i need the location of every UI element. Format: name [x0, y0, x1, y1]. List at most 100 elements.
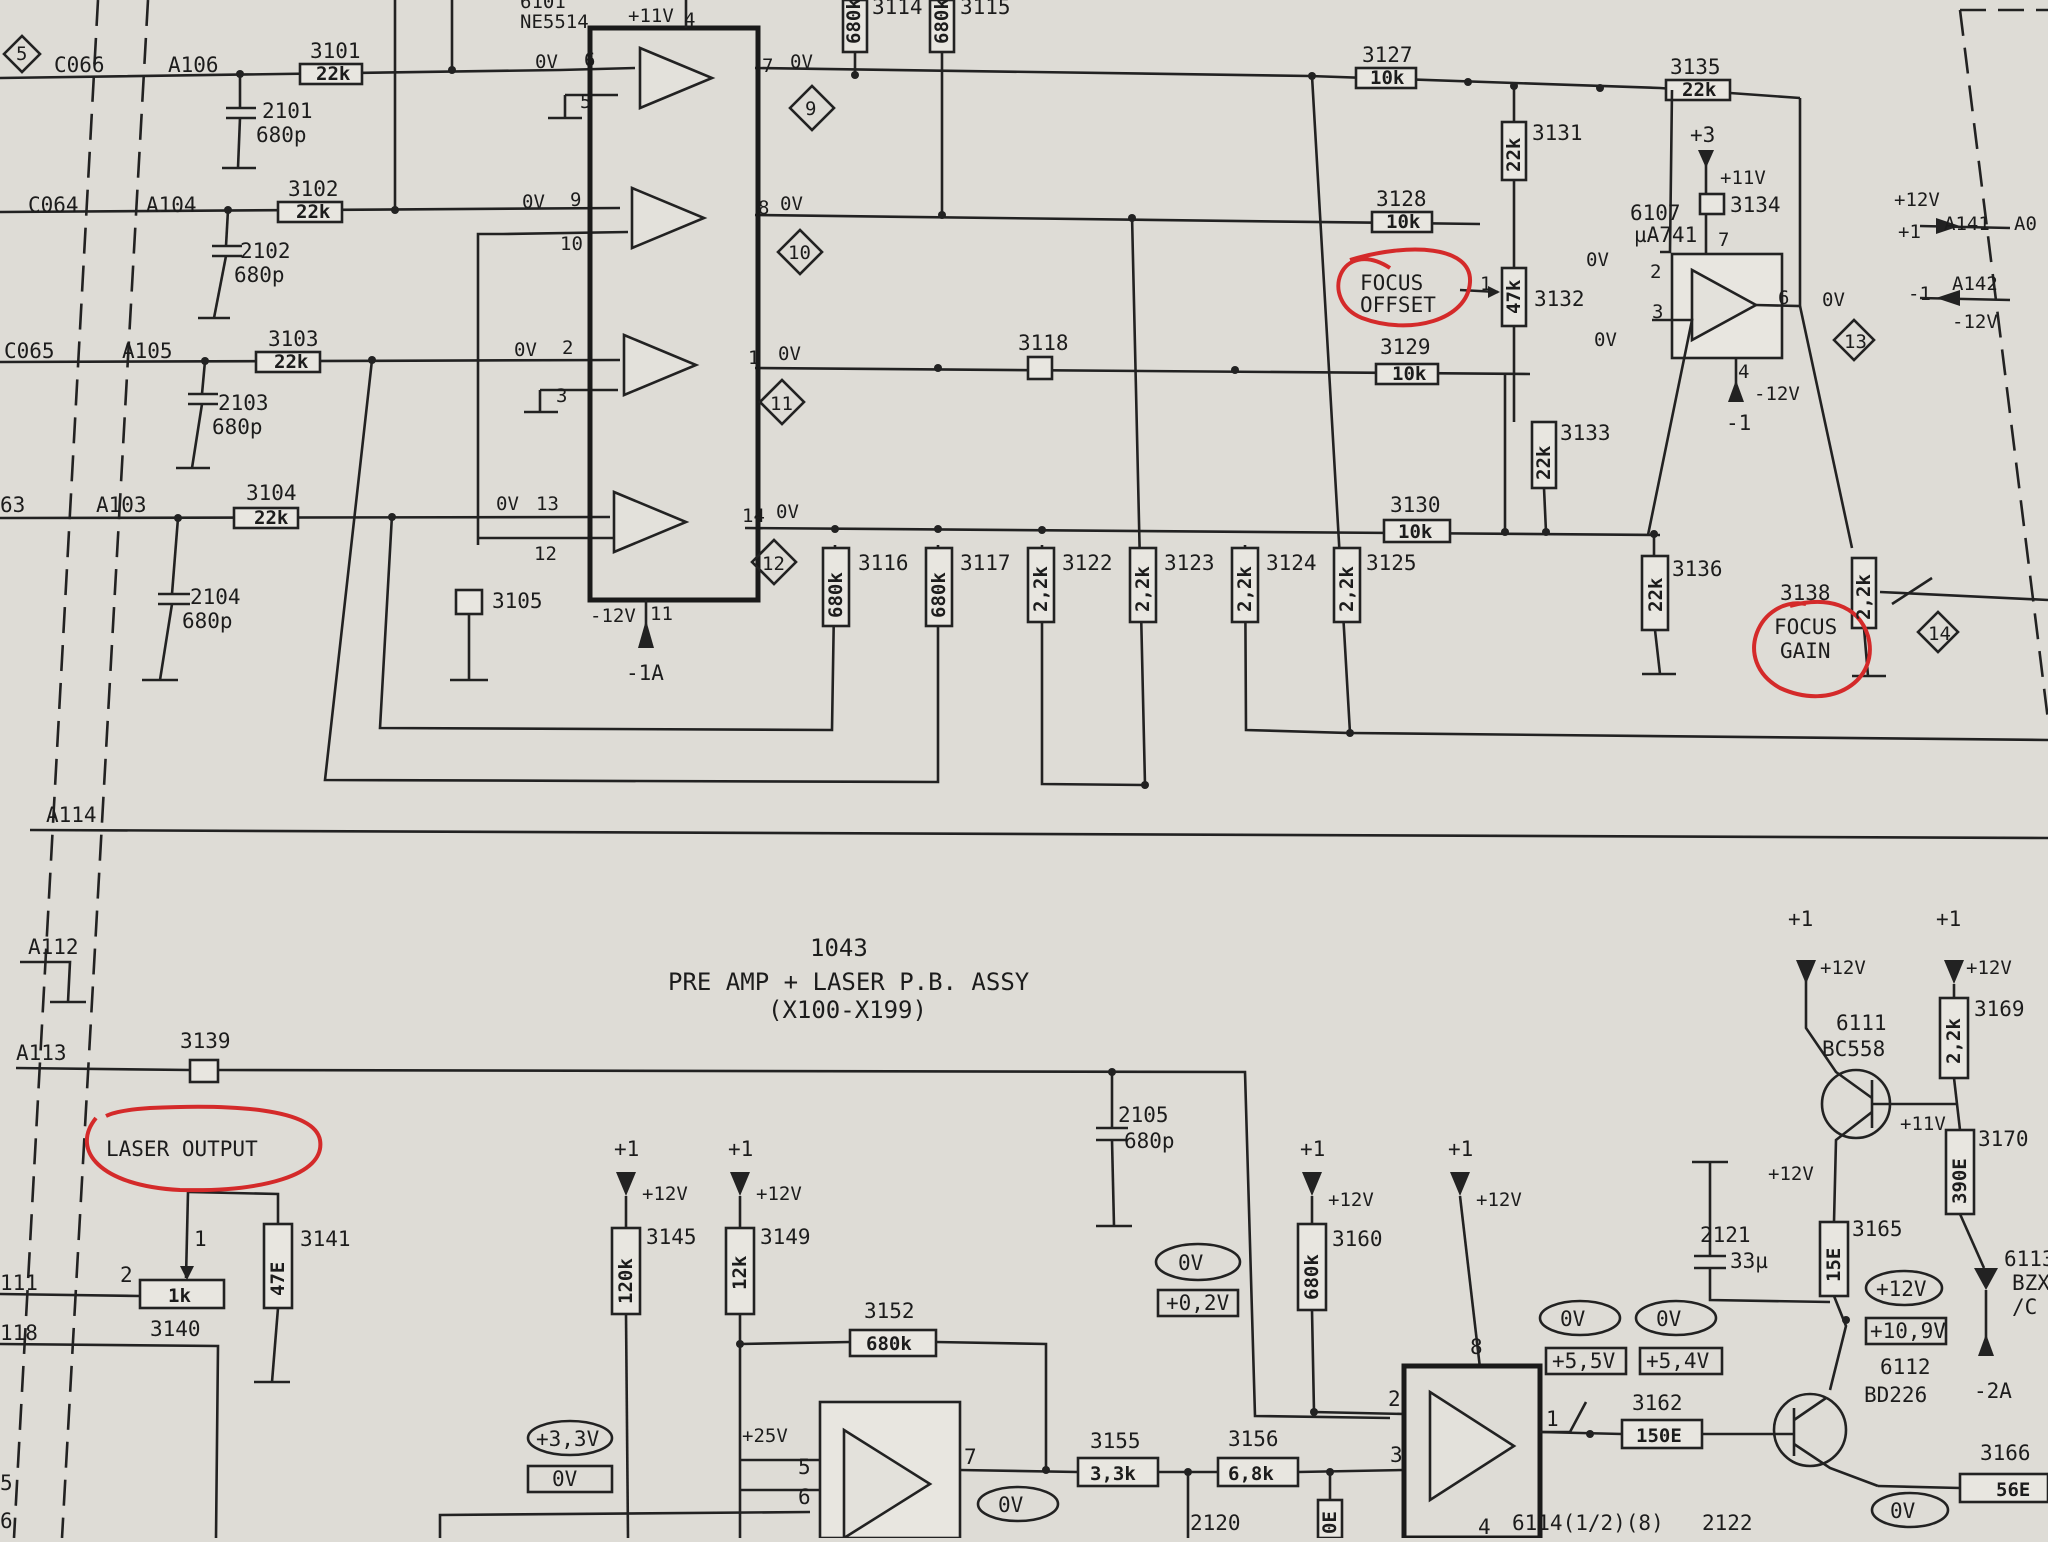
ic-6107-ref: 6107	[1630, 201, 1681, 225]
wire-3145-down	[624, 1313, 630, 1539]
lower-3155v: 3,3k	[1090, 1463, 1136, 1485]
lower-3149v: 12k	[729, 1255, 751, 1290]
lower-ov-f: 0V	[1560, 1307, 1586, 1331]
wire-3141-gnd	[270, 1307, 280, 1383]
wire-6112-to-3166	[1877, 1484, 1961, 1490]
lower-q6111: 6111	[1836, 1011, 1887, 1035]
resistor-3166	[1958, 1472, 2048, 1504]
lower-p1-e: +1	[1788, 907, 1813, 931]
supply-arrow-3149	[730, 1172, 750, 1196]
oval-ov-a	[1154, 1242, 1242, 1282]
labels-left-pins: A114 A112 A113 111 118 5 6	[0, 803, 97, 1533]
ic-6107-type: µA741	[1634, 223, 1697, 247]
box-ov-d	[526, 1464, 614, 1494]
resistor-3130	[1382, 518, 1452, 544]
resistor-3118	[1026, 355, 1054, 381]
oa2-out-voltage: 0V	[1822, 289, 1845, 311]
lower-p1-b: +1	[728, 1137, 753, 1161]
oa2-pin2: 2	[1650, 261, 1661, 283]
labels-annotations: FOCUS OFFSET FOCUS GAIN LASER OUTPUT	[106, 271, 1837, 1161]
box-ov-b	[1156, 1288, 1240, 1318]
wire-loop-3117	[323, 359, 940, 784]
resistor-3103	[254, 350, 322, 374]
assembly-title: PRE AMP + LASER P.B. ASSY	[668, 968, 1030, 996]
lower-2122: 2122	[1702, 1511, 1753, 1535]
lower-2120: 2120	[1190, 1511, 1241, 1535]
connector-net-3: 63	[0, 493, 25, 517]
right-m1: -1	[1908, 283, 1931, 305]
labels-ic: 6101 NE5514 +11V 4 -12V 11 -1A 6107 µA74…	[520, 0, 1800, 1539]
resistor-3155	[1076, 1456, 1160, 1488]
cap-2101-symbol	[222, 74, 256, 170]
lower-3162: 3162	[1632, 1391, 1683, 1415]
labels-row-resistors: 3116 680k 3117 680k 3122 2,2k 3123 2,2k …	[825, 551, 1417, 618]
testpoint-9	[788, 84, 836, 132]
labels-title: 1043 PRE AMP + LASER P.B. ASSY (X100-X19…	[668, 934, 1030, 1024]
wire-a112	[20, 960, 72, 1003]
lower-pin6: 6	[798, 1485, 811, 1509]
oa2-in-voltage: 0V	[1586, 249, 1609, 271]
lower-3140: 3140	[150, 1317, 201, 1341]
supply-arrow-3145	[616, 1172, 636, 1196]
opamp-c	[622, 333, 700, 397]
supply-arrow-6111	[1796, 960, 1816, 984]
wire-6111-emitter	[1804, 960, 1873, 1100]
input-vin-3: 0V	[496, 493, 519, 515]
input-vout-0: 0V	[790, 51, 813, 73]
potentiometer-3132	[1500, 266, 1528, 328]
wire-118-box	[0, 1342, 220, 1539]
res-val-3136: 22k	[1645, 577, 1667, 612]
input-pin-ni-3: 12	[534, 543, 557, 565]
opamp-pre	[842, 1427, 933, 1541]
res-ref-3131: 3131	[1532, 121, 1583, 145]
input-vout-3: 0V	[776, 501, 799, 523]
lower-q6113: 6113	[2004, 1247, 2048, 1271]
testpoint-14	[1916, 610, 1960, 654]
opamp-6107	[1690, 267, 1759, 343]
oval-ov-c	[526, 1419, 614, 1457]
lower-3139: 3139	[180, 1029, 231, 1053]
pot-3132-pin1: 1	[1480, 273, 1491, 295]
lower-p1-f: +1	[1936, 907, 1961, 931]
wire-row4-out	[744, 526, 1661, 537]
testpoint-12	[750, 538, 798, 586]
res-ref-3118: 3118	[1018, 331, 1069, 355]
zener-6113	[1974, 1268, 1998, 1290]
row-val-3125: 2,2k	[1336, 566, 1358, 612]
lower-q6113t: BZX	[2012, 1271, 2048, 1295]
input-vin-2: 0V	[514, 339, 537, 361]
right-v12: +12V	[1894, 189, 1940, 211]
supply-arrow-6114	[1450, 1172, 1470, 1196]
resistor-oe	[1316, 1498, 1344, 1540]
resistor-3160	[1296, 1222, 1328, 1312]
ic-6101-pin4: 4	[684, 9, 695, 31]
supply-arrow-3160	[1302, 1172, 1322, 1196]
wire-3139-main	[217, 1068, 1391, 1420]
resistor-3135	[1664, 78, 1732, 102]
pin-118: 118	[0, 1321, 38, 1345]
oa2-in2-voltage: 0V	[1594, 329, 1617, 351]
testpoint-13	[1832, 318, 1876, 362]
wire-6107-fb	[1660, 89, 1674, 254]
wire-a141	[1919, 224, 2011, 230]
input-rv-1: 22k	[296, 201, 331, 223]
pot-wiper-arrow	[1488, 286, 1500, 298]
neg-arrow-6107	[1728, 380, 1744, 402]
resistor-3123	[1128, 546, 1158, 624]
ic-6101-neg-net: -1A	[626, 661, 664, 685]
wire-3141-top	[187, 1190, 280, 1224]
wire-6107-to-3138	[1798, 305, 1854, 549]
resistor-3101	[298, 62, 364, 86]
wire-3133-bot	[1542, 487, 1548, 533]
lower-3162v: 150E	[1636, 1425, 1682, 1447]
input-pin-out-1: 8	[758, 197, 769, 219]
lower-3140v: 1k	[168, 1285, 191, 1307]
wire-pin10	[502, 230, 629, 236]
wire-loop-3124	[1243, 75, 1352, 735]
lower-m2a: -2A	[1974, 1379, 2012, 1403]
transistor-6112	[1772, 1392, 1848, 1468]
lower-q6111t: BC558	[1822, 1037, 1885, 1061]
lower-v25: +25V	[742, 1425, 788, 1447]
res-ref-3132: 3132	[1534, 287, 1585, 311]
